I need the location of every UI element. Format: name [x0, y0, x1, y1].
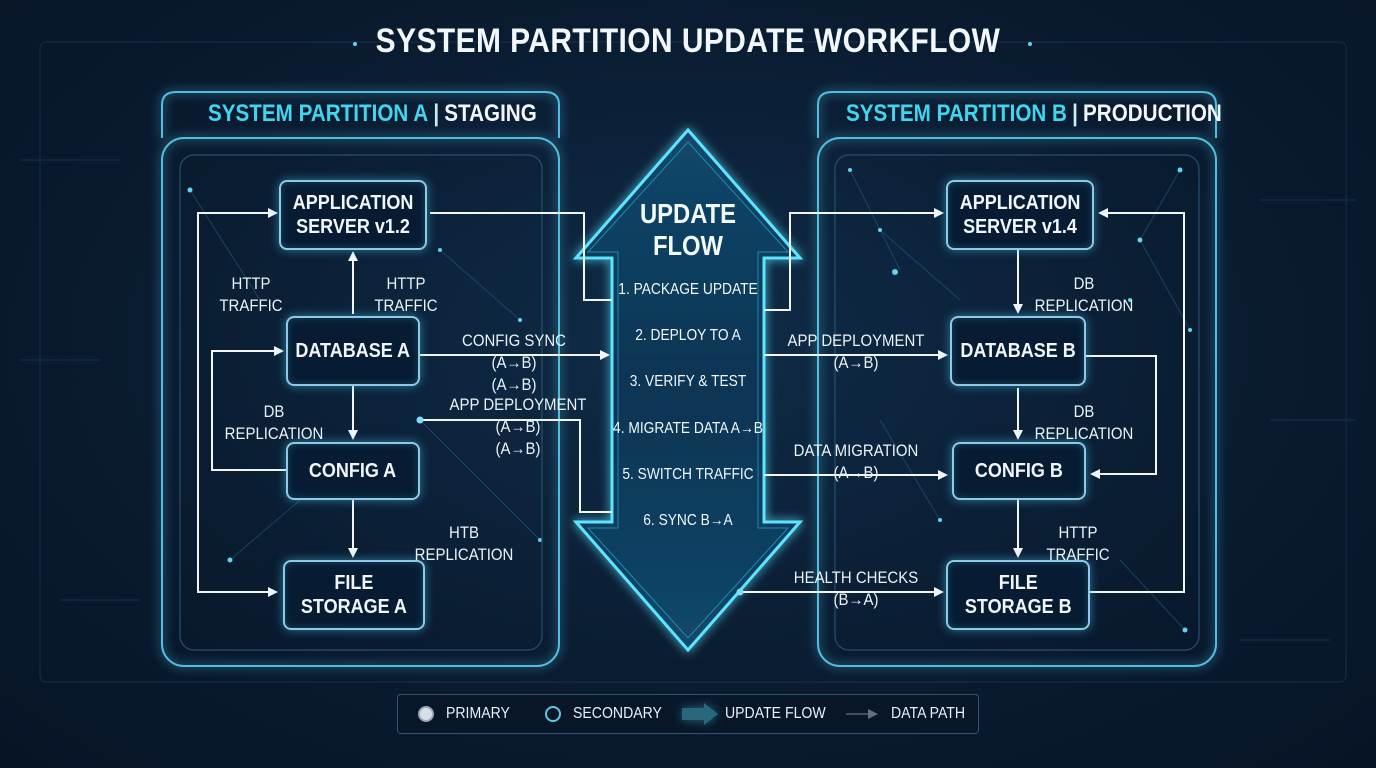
- app-server-b-node[interactable]: APPLICATION SERVER v1.4: [946, 180, 1094, 250]
- update-flow-arrow: [572, 127, 804, 653]
- partition-a-frame: [161, 91, 560, 667]
- partition-a-name: SYSTEM PARTITION A: [208, 100, 429, 127]
- label-data-migration: DATA MIGRATION (A→B): [793, 441, 919, 482]
- step-3: 3. VERIFY & TEST: [629, 373, 747, 390]
- label-http-traffic-b: HTTP TRAFFIC: [1046, 523, 1110, 564]
- database-a-node[interactable]: DATABASE A: [286, 316, 420, 386]
- label-http-traffic-a-left: HTTP TRAFFIC: [219, 274, 283, 315]
- file-storage-a-node[interactable]: FILE STORAGE A: [283, 560, 425, 630]
- legend-primary: PRIMARY: [418, 694, 519, 734]
- partition-b-heading: SYSTEM PARTITION B|PRODUCTION: [846, 100, 1222, 127]
- label-htb-replication-a: HTB REPLICATION: [414, 523, 514, 564]
- secondary-dot-icon: [545, 706, 561, 722]
- label-app-deployment-a: APP DEPLOYMENT (A→B) (A→B): [449, 395, 587, 458]
- label-health-checks: HEALTH CHECKS (B→A): [793, 568, 919, 609]
- legend: [397, 694, 979, 734]
- app-server-a-node[interactable]: APPLICATION SERVER v1.2: [279, 180, 427, 250]
- file-storage-b-node[interactable]: FILE STORAGE B: [946, 560, 1090, 630]
- config-a-node[interactable]: CONFIG A: [286, 442, 420, 500]
- legend-data-path: DATA PATH: [891, 705, 966, 722]
- database-b-node[interactable]: DATABASE B: [950, 316, 1086, 386]
- partition-b-frame: [817, 91, 1217, 667]
- page-title: SYSTEM PARTITION UPDATE WORKFLOW: [375, 22, 1001, 60]
- step-1: 1. PACKAGE UPDATE: [618, 281, 758, 298]
- update-flow-title: UPDATE FLOW: [639, 198, 737, 261]
- step-2: 2. DEPLOY TO A: [635, 327, 741, 344]
- step-6: 6. SYNC B→A: [643, 512, 733, 529]
- label-http-traffic-a-up: HTTP TRAFFIC: [374, 274, 438, 315]
- step-4: 4. MIGRATE DATA A→B: [613, 420, 763, 437]
- partition-b-name: SYSTEM PARTITION B: [846, 100, 1067, 127]
- primary-dot-icon: [418, 706, 434, 722]
- partition-a-heading: SYSTEM PARTITION A|STAGING: [208, 100, 537, 127]
- label-db-replication-b-1: DB REPLICATION: [1034, 274, 1134, 315]
- partition-b-role: PRODUCTION: [1083, 100, 1222, 127]
- label-db-replication-a: DB REPLICATION: [224, 402, 324, 443]
- config-b-node[interactable]: CONFIG B: [952, 442, 1086, 500]
- label-config-sync: CONFIG SYNC (A→B) (A→B): [462, 331, 566, 394]
- step-5: 5. SWITCH TRAFFIC: [622, 466, 754, 483]
- legend-secondary: SECONDARY: [545, 694, 674, 734]
- label-app-deployment-b: APP DEPLOYMENT (A→B): [787, 331, 925, 372]
- legend-update-flow: UPDATE FLOW: [725, 705, 826, 722]
- label-db-replication-b-2: DB REPLICATION: [1034, 402, 1134, 443]
- partition-a-role: STAGING: [444, 100, 537, 127]
